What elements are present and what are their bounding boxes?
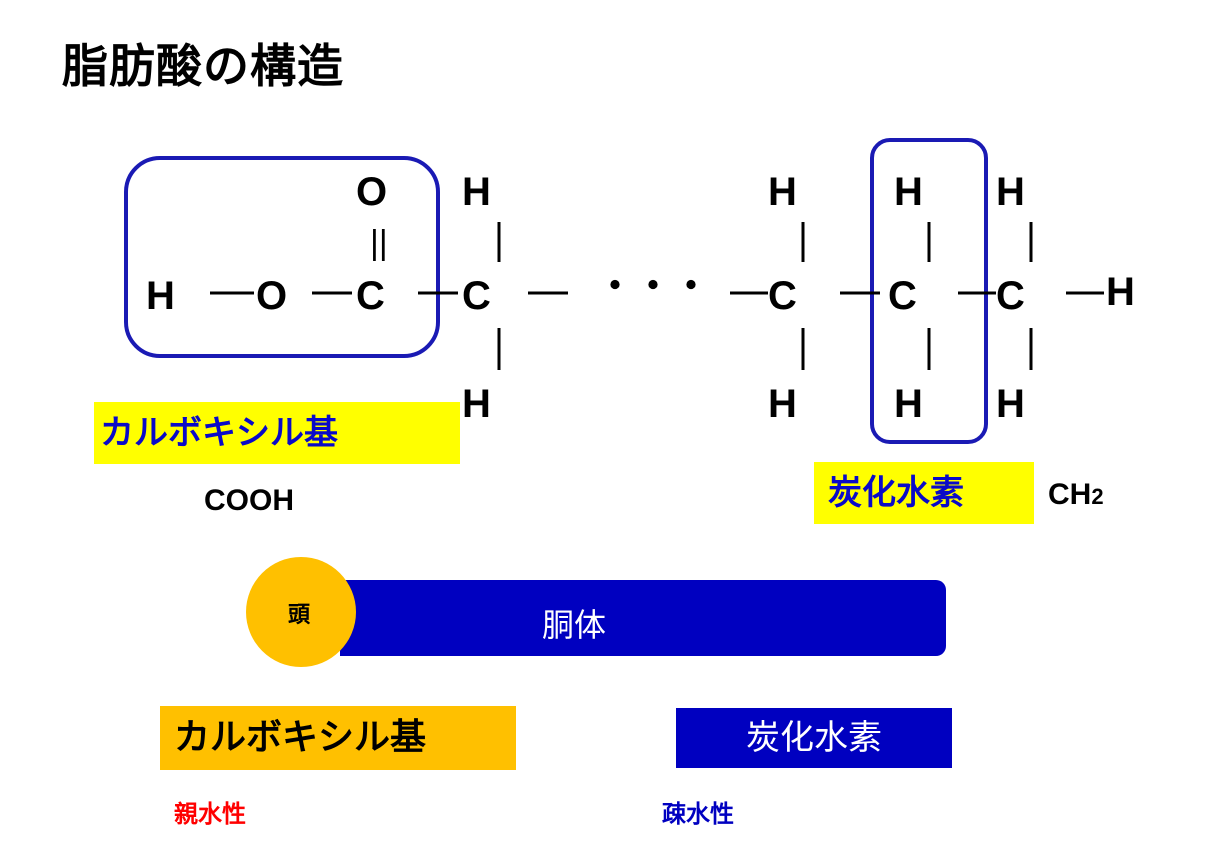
atom-c-2: C — [768, 274, 797, 318]
bond-lines — [210, 222, 1104, 370]
page-title: 脂肪酸の構造 — [62, 39, 344, 93]
ellipsis: ・・・ — [596, 266, 711, 308]
atom-h-left: H — [146, 274, 175, 318]
hydrophilic-label: 親水性 — [174, 800, 246, 828]
atom-h-top-4: H — [996, 170, 1025, 214]
head-label: 頭 — [288, 603, 311, 628]
hydrocarbon-label: 炭化水素 — [814, 462, 1034, 524]
ch2-outline — [870, 138, 988, 444]
atom-h-bottom-1: H — [462, 382, 491, 426]
head-group-box: カルボキシル基 — [160, 706, 516, 770]
atom-c-4: C — [996, 274, 1025, 318]
body-bar — [340, 580, 946, 656]
hydrophobic-label: 疎水性 — [662, 800, 734, 828]
atom-h-top-3: H — [894, 170, 923, 214]
head-circle — [246, 557, 356, 667]
atom-o-top: O — [356, 170, 388, 214]
atom-c-3: C — [888, 274, 917, 318]
atom-o: O — [256, 274, 288, 318]
atom-c-1: C — [462, 274, 491, 318]
atom-h-terminal: H — [1106, 270, 1135, 314]
double-bond: || — [370, 224, 388, 262]
body-group-box: 炭化水素 — [676, 708, 952, 768]
carboxyl-formula: COOH — [204, 484, 294, 517]
carboxyl-outline — [124, 156, 440, 358]
atom-h-top-1: H — [462, 170, 491, 214]
hydrocarbon-formula: CH2 — [1048, 478, 1104, 511]
body-label: 胴体 — [542, 606, 607, 644]
atom-h-bottom-3: H — [894, 382, 923, 426]
atom-h-top-2: H — [768, 170, 797, 214]
atom-h-bottom-2: H — [768, 382, 797, 426]
carboxyl-label: カルボキシル基 — [94, 402, 460, 464]
atom-h-bottom-4: H — [996, 382, 1025, 426]
subscript-2: 2 — [1091, 484, 1104, 509]
atom-c-carboxyl: C — [356, 274, 385, 318]
